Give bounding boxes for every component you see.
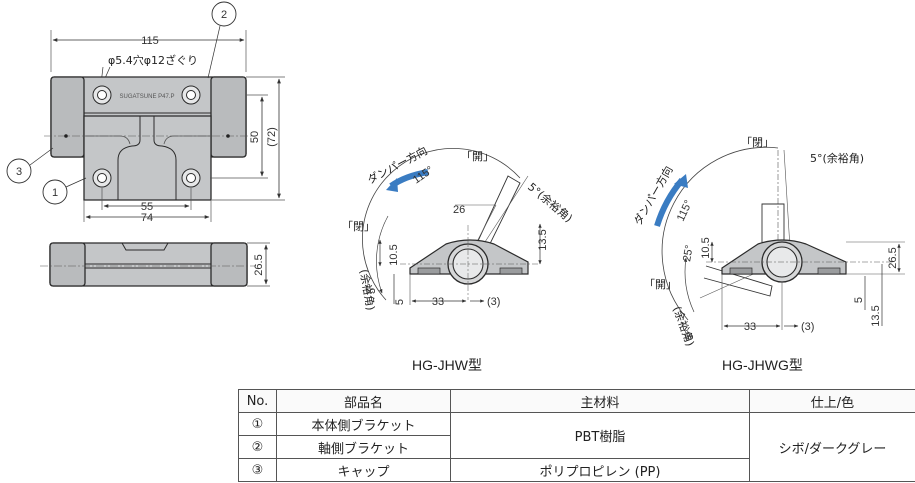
hole-note: φ5.4穴φ12ざぐり — [108, 53, 198, 67]
dim-lower-width-74: 74 — [141, 212, 153, 224]
table-row: ② 軸側ブラケット — [238, 435, 915, 459]
svg-text:3: 3 — [16, 166, 22, 178]
header-no: No. — [238, 389, 277, 413]
jhwg-dim-3: (3) — [801, 321, 814, 333]
material-pbt: PBT樹脂 — [450, 412, 750, 459]
callout-3: 3 — [6, 147, 54, 184]
dim-height-inner: 50 — [249, 131, 261, 143]
jhwg-caption: HG-JHWG型 — [722, 357, 803, 373]
jhwg-angle-115: 115° — [675, 198, 695, 223]
row-no: ① — [238, 412, 277, 436]
front-view: 26.5 — [40, 242, 270, 287]
jhwg-dim-10-5: 10.5 — [700, 237, 712, 258]
jhwg-dim-26-5: 26.5 — [887, 247, 899, 268]
jhwg-closed-label: 「閉」 — [741, 136, 774, 149]
dim-lower-width-55: 55 — [141, 201, 153, 213]
svg-text:1: 1 — [52, 187, 58, 199]
front-dim-height: 26.5 — [253, 254, 265, 275]
jhw-caption: HG-JHW型 — [412, 357, 482, 373]
mount-hole-top-left — [92, 85, 112, 105]
jhw-side-view: ダンパー方向 115° 「開」 「閉」 5°(余裕角) (余裕角) 5° 26 … — [342, 143, 576, 373]
jhwg-angle-5-small: 5° — [684, 329, 696, 340]
right-cap — [210, 76, 247, 158]
left-cap — [50, 76, 85, 158]
jhw-dim-33: 33 — [432, 296, 444, 308]
callout-1: 1 — [42, 177, 87, 205]
mount-hole-bottom-right — [181, 168, 201, 188]
row-part-name: キャップ — [276, 458, 451, 482]
callout-2: 2 — [207, 1, 237, 79]
header-material: 主材料 — [450, 389, 750, 413]
logo-text: SUGATSUNE P47.P — [120, 94, 175, 100]
svg-text:2: 2 — [221, 9, 227, 21]
jhw-angle-115: 115° — [411, 164, 436, 186]
dim-height-outer: (72) — [266, 127, 278, 147]
table-row: ③ キャップ ポリプロピレン (PP) — [238, 458, 915, 482]
jhwg-angle-5: 5°(余裕角) — [810, 151, 864, 165]
parts-table-header: No. 部品名 主材料 仕上/色 — [238, 389, 915, 413]
parts-table: No. 部品名 主材料 仕上/色 ① 本体側ブラケット PBT樹脂 シボ/ダーク… — [238, 389, 915, 482]
header-finish: 仕上/色 — [749, 389, 915, 413]
finish-color: シボ/ダークグレー — [749, 412, 915, 482]
jhw-dim-10-5: 10.5 — [388, 244, 400, 265]
dim-total-width: 115 — [141, 35, 159, 47]
jhw-angle-5-small: 5° — [366, 283, 378, 294]
jhw-dim-26: 26 — [453, 204, 465, 216]
header-part-name: 部品名 — [276, 389, 451, 413]
mount-hole-bottom-left — [92, 168, 112, 188]
jhw-closed-label: 「閉」 — [342, 220, 375, 233]
jhw-open-label: 「開」 — [461, 150, 494, 163]
jhwg-angle-25: 25° — [681, 244, 696, 262]
table-row: ① 本体側ブラケット PBT樹脂 シボ/ダークグレー — [238, 412, 915, 482]
row-no: ② — [238, 435, 277, 459]
top-view: 115 φ5.4穴φ12ざぐり — [6, 1, 285, 224]
material-pp: ポリプロピレン (PP) — [450, 458, 750, 482]
jhwg-open-label: 「開」 — [644, 278, 677, 291]
jhw-dim-5: 5 — [394, 299, 406, 305]
jhw-angle-5: 5°(余裕角) — [525, 180, 575, 225]
row-part-name: 軸側ブラケット — [276, 435, 451, 459]
jhwg-dim-13-5: 13.5 — [870, 305, 882, 326]
row-part-name: 本体側ブラケット — [276, 412, 451, 436]
jhwg-side-view: ダンパー方向 115° 「閉」 5°(余裕角) 「開」 25° (余裕角) 5°… — [630, 136, 905, 373]
mount-hole-top-right — [181, 85, 201, 105]
row-no: ③ — [238, 458, 277, 482]
jhw-dim-13-5: 13.5 — [537, 229, 549, 250]
jhwg-dim-5: 5 — [853, 297, 865, 303]
jhw-dim-3: (3) — [487, 296, 500, 308]
jhwg-dim-33: 33 — [744, 321, 756, 333]
